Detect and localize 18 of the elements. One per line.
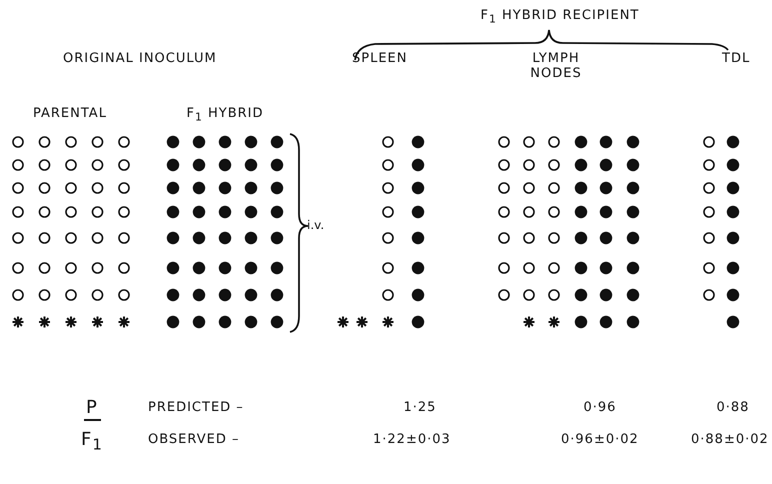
row-label: PREDICTED – <box>148 400 244 415</box>
value-label: 1·25 <box>404 400 436 415</box>
value-label: 0·96±0·02 <box>561 432 639 447</box>
column-heading: F$_{1}$ HYBRID <box>186 106 264 125</box>
column-heading: PARENTAL <box>33 106 107 121</box>
column-heading: TDL <box>722 51 750 66</box>
fraction-denominator: F$_{1}$ <box>81 430 103 455</box>
column-heading: ORIGINAL INOCULUM <box>63 51 217 66</box>
fraction-numerator: P <box>86 398 98 418</box>
value-label: 0·96 <box>584 400 616 415</box>
group-heading: F$_{1}$ HYBRID RECIPIENT <box>480 8 640 27</box>
column-heading: LYMPH NODES <box>529 51 583 81</box>
row-label: OBSERVED – <box>148 432 240 447</box>
column-heading: SPLEEN <box>352 51 408 66</box>
value-label: 0·88 <box>716 400 750 415</box>
value-label: 0·88±0·02 <box>691 432 769 447</box>
value-label: 1·22±0·03 <box>373 432 451 447</box>
route-label: i.v. <box>307 218 324 233</box>
